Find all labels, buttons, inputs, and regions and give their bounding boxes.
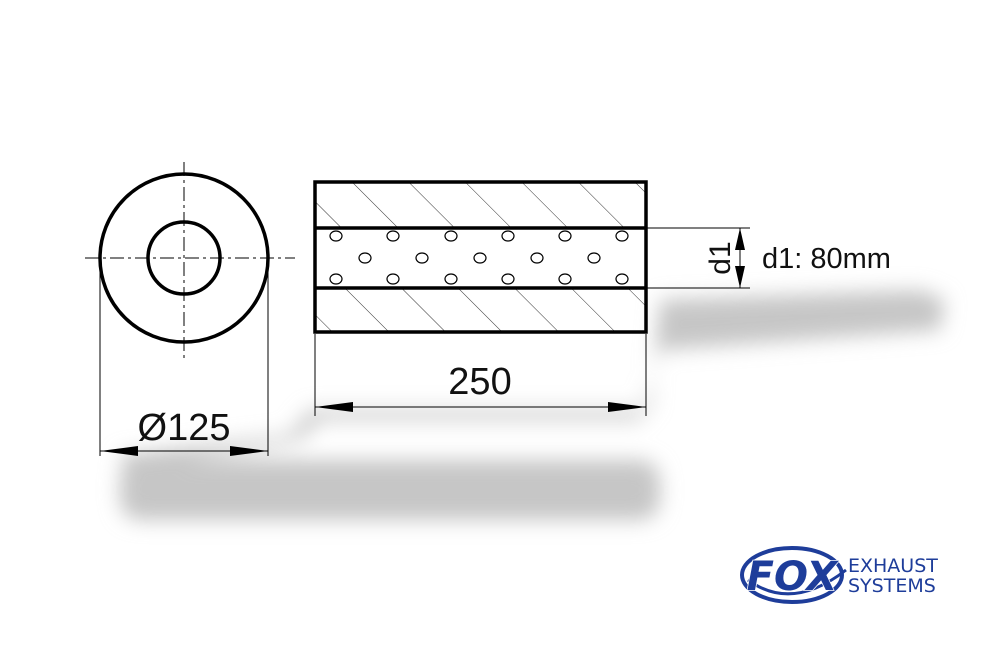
arrow-right	[608, 402, 646, 412]
packing-bottom	[315, 288, 646, 332]
perforation-holes	[329, 230, 629, 285]
logo-line1: EXHAUST	[848, 555, 938, 577]
arrow-right	[230, 446, 268, 456]
logo-line2: SYSTEMS	[848, 575, 936, 597]
arrow-up	[735, 228, 745, 250]
inner-symbol-label: d1	[704, 241, 737, 274]
diameter-label: Ø125	[138, 407, 231, 449]
arrow-left	[315, 402, 353, 412]
side-view	[313, 180, 750, 416]
packing-top	[315, 182, 646, 228]
drop-shadow	[120, 290, 945, 520]
arrow-down	[735, 266, 745, 288]
length-label: 250	[448, 361, 511, 403]
inner-diameter-label: d1: 80mm	[762, 243, 891, 275]
end-view	[85, 162, 295, 456]
arrow-left	[100, 446, 138, 456]
logo-word: FOX	[747, 554, 840, 600]
brand-logo: FOX EXHAUST SYSTEMS	[740, 546, 938, 604]
outer-shell	[313, 180, 648, 334]
logo-oval	[740, 546, 844, 604]
